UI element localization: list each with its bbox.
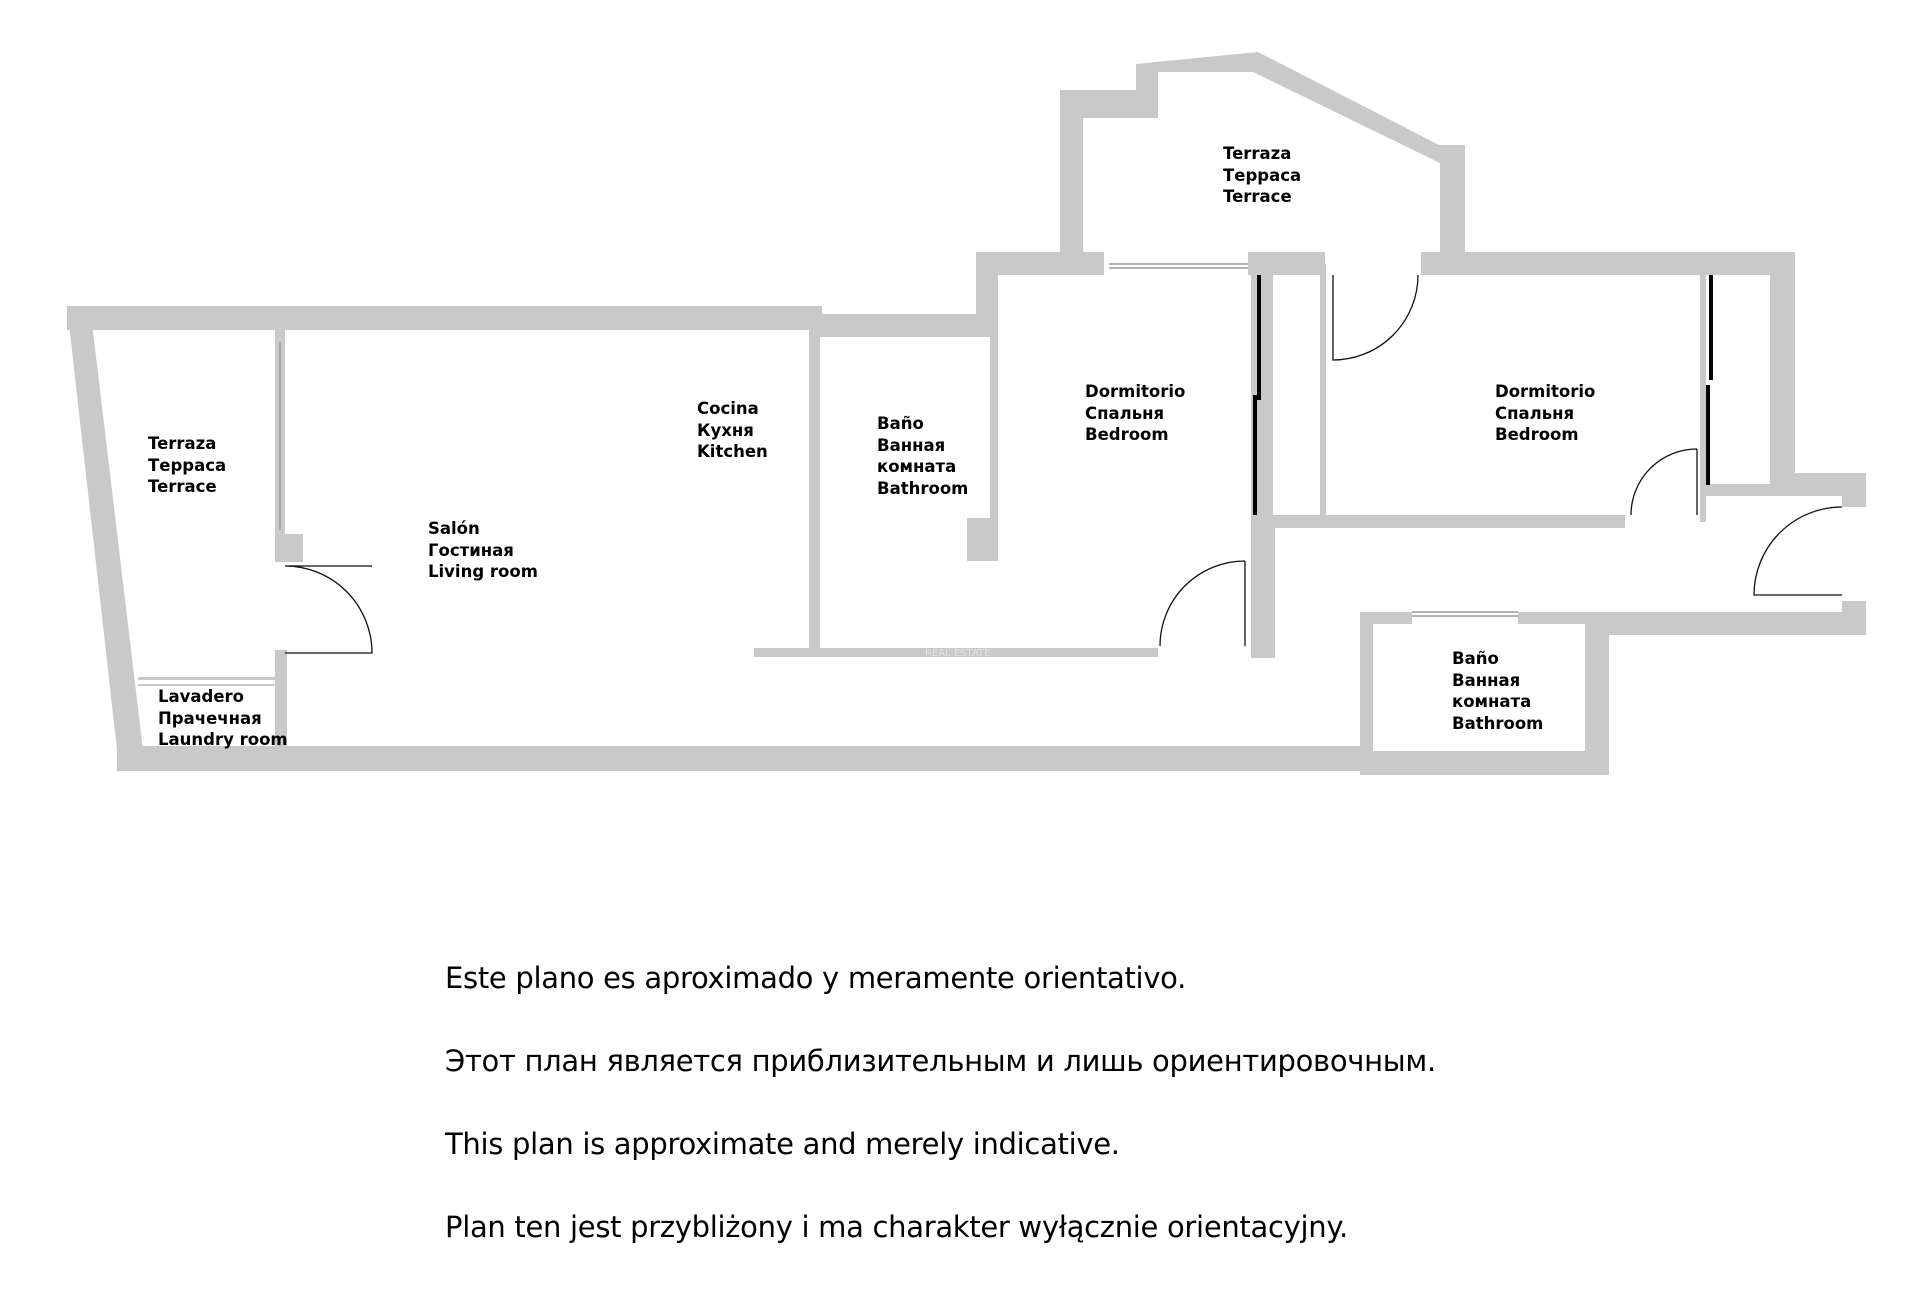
label-terrace-top-ru: Терраса [1223,165,1302,185]
wall-laundry-top [138,677,278,680]
sliding-door-terrace [1109,263,1248,269]
label-living-room-en: Living room [428,562,538,581]
label-bedroom-1: Dormitorio Спальня Bedroom [1085,381,1185,446]
wall-bed2-closet-stub [1700,490,1706,522]
doors [279,263,1843,654]
label-laundry: Lavadero Прачечная Laundry room [158,686,288,751]
door-terrace-bed2 [1332,274,1419,361]
door-bedroom-1 [1159,560,1246,647]
wall-bottom-main [117,746,1373,771]
label-bathroom-2-ru-2: комната [1452,692,1532,711]
wall-laundry-top-2 [138,684,278,686]
label-terrace-left-en: Terrace [148,477,217,496]
label-bedroom-1-es: Dormitorio [1085,382,1186,401]
wall-left-slanted [67,306,143,750]
wall-top-bed1-left [976,252,1104,275]
label-bathroom-1-es: Baño [877,414,924,433]
label-bedroom-2-es: Dormitorio [1495,382,1596,401]
label-bedroom-1-ru: Спальня [1085,403,1165,423]
label-bathroom-1: Baño Ванная комната Bathroom [877,413,968,499]
wall-top-main [67,306,822,330]
label-living-room-es: Salón [428,519,480,538]
wall-corridor-top [1270,515,1625,528]
watermark: REAL ESTATE [925,648,991,659]
label-bathroom-2: Baño Ванная комната Bathroom [1452,648,1543,734]
disclaimer-polish: Plan ten jest przybliżony i ma charakter… [445,1210,1348,1244]
disclaimer-block: Este plano es aproximado y meramente ori… [445,962,1745,1294]
label-bedroom-2-ru: Спальня [1495,403,1575,423]
label-kitchen-ru: Кухня [697,420,754,440]
perimeter-walls [67,52,1866,775]
label-terrace-top-en: Terrace [1223,187,1292,206]
label-terrace-left-es: Terraza [148,434,217,453]
label-bedroom-2: Dormitorio Спальня Bedroom [1495,381,1595,446]
label-bathroom-2-es: Baño [1452,649,1499,668]
wall-right-bed2 [1770,252,1795,473]
wall-top-bed2 [1421,252,1795,275]
label-living-room: Salón Гостиная Living room [428,518,538,583]
disclaimer-spanish: Este plano es aproximado y meramente ori… [445,961,1187,995]
wall-closet-bed2-left [1320,264,1326,515]
label-bedroom-2-en: Bedroom [1495,425,1579,444]
label-laundry-ru: Прачечная [158,708,262,728]
wall-right-top-jamb [1842,473,1866,507]
wall-laundry-right [275,650,287,750]
door-terrace-living [284,565,373,654]
label-bedroom-1-en: Bedroom [1085,425,1169,444]
door-entrance [1753,506,1843,596]
label-bathroom-1-ru-1: Ванная [877,435,946,455]
label-terrace-top: Terraza Терраса Terrace [1223,143,1301,208]
disclaimer-english: This plan is approximate and merely indi… [445,1127,1120,1161]
wall-terrace-column [275,534,303,562]
label-laundry-es: Lavadero [158,687,245,706]
wall-kitchen-bath1 [809,330,820,655]
wall-bed1-corner [1251,515,1275,658]
wall-bottom-right [1585,612,1866,635]
label-bathroom-2-en: Bathroom [1452,713,1544,733]
label-terrace-left-ru: Терраса [148,455,227,475]
label-bathroom-2-ru-1: Ванная [1452,670,1521,690]
door-bedroom-2 [1630,448,1698,516]
label-kitchen-es: Cocina [697,399,759,418]
wall-bath1-bed1 [990,337,998,529]
wall-bath2-top-right [1518,612,1585,624]
wall-bed2-closet-bottom [1700,484,1770,496]
label-kitchen: Cocina Кухня Kitchen [697,398,768,463]
label-living-room-ru: Гостиная [428,540,514,560]
wall-bed2-jamb [1421,252,1427,268]
wardrobes [1253,275,1713,515]
wall-bath2-top-left [1360,612,1412,624]
sliding-door-bathroom-2 [1412,611,1518,617]
wall-bath2-right [1585,612,1609,775]
label-terrace-left: Terraza Терраса Terrace [148,433,226,498]
disclaimer-russian: Этот план является приблизительным и лиш… [445,1044,1436,1078]
wall-bed2-closet-right [1700,275,1706,490]
label-bathroom-1-ru-2: комната [877,457,957,476]
wall-bath2-bottom [1360,751,1609,775]
label-kitchen-en: Kitchen [697,442,768,461]
wall-top-bath1 [820,314,998,337]
wall-counter [754,648,1158,657]
label-laundry-en: Laundry room [158,730,288,749]
label-bathroom-1-en: Bathroom [877,478,969,498]
label-terrace-top-es: Terraza [1223,144,1292,163]
wall-bath2-left [1360,612,1373,775]
wall-bath1-column [967,518,998,561]
